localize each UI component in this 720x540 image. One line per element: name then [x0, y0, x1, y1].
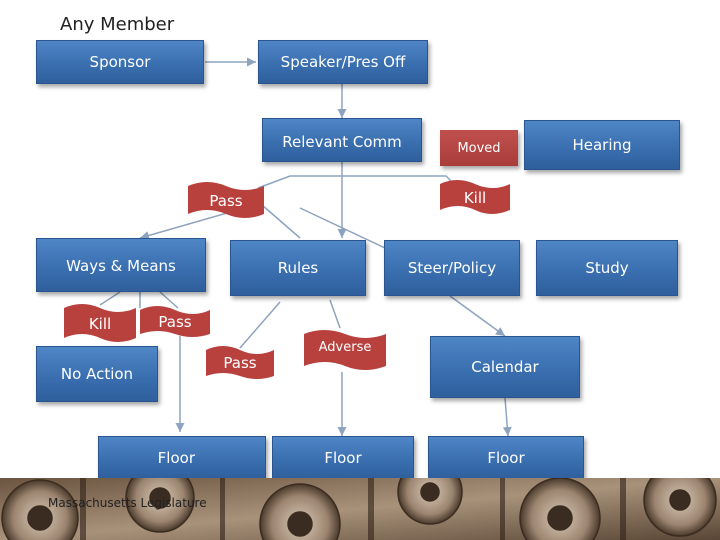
no-action-box: No Action [36, 346, 158, 402]
flag-shape-icon [140, 306, 210, 337]
floor-box-2: Floor [272, 436, 414, 480]
pass-3-label: Pass [223, 354, 257, 372]
pass-1-label: Pass [209, 192, 243, 210]
floor-box-1: Floor [98, 436, 266, 480]
floor-2-label: Floor [324, 449, 362, 467]
study-box: Study [536, 240, 678, 296]
hearing-label: Hearing [572, 136, 632, 154]
ways-means-box: Ways & Means [36, 238, 206, 292]
flag-shape-icon [64, 304, 136, 342]
diagram-title: Any Member [60, 14, 175, 35]
pass-2-label: Pass [158, 313, 192, 331]
pass-to-rules-line [261, 204, 301, 239]
speaker-label: Speaker/Pres Off [280, 53, 406, 71]
no-action-label: No Action [60, 365, 134, 383]
waysmeans-to-pass-line [159, 291, 179, 309]
kill-flag-1: Kill [440, 180, 510, 216]
adverse-flag: Adverse [304, 330, 386, 372]
relevant-comm-label: Relevant Comm [282, 133, 402, 151]
pass-to-steer-line [299, 207, 386, 249]
flag-shape-icon [188, 182, 264, 218]
steer-policy-box: Steer/Policy [384, 240, 520, 296]
floor-3-label: Floor [487, 449, 525, 467]
flag-shape-icon [440, 180, 510, 214]
rules-box: Rules [230, 240, 366, 296]
kill-2-label: Kill [88, 315, 112, 333]
comm-to-pass-line [257, 175, 342, 189]
calendar-label: Calendar [471, 358, 539, 376]
kill-flag-2: Kill [64, 304, 136, 344]
waysmeans-to-kill-line [99, 291, 121, 306]
footer-label: Massachusetts Legislature [48, 496, 207, 510]
kill-1-label: Kill [463, 189, 487, 207]
gears-icon [0, 478, 720, 540]
speaker-box: Speaker/Pres Off [258, 40, 428, 84]
ways-means-label: Ways & Means [66, 257, 176, 275]
rules-to-pass3-line [239, 301, 281, 349]
relevant-comm-box: Relevant Comm [262, 118, 422, 162]
calendar-to-floor-line [502, 397, 512, 437]
moved-label: Moved [457, 140, 501, 156]
pass-flag-3: Pass [206, 346, 274, 380]
adverse-label: Adverse [318, 340, 372, 355]
pass-flag-2: Pass [140, 306, 210, 338]
study-label: Study [585, 259, 629, 277]
sponsor-label: Sponsor [89, 53, 151, 71]
moved-box: Moved [440, 130, 518, 166]
rules-label: Rules [277, 259, 319, 277]
steer-policy-label: Steer/Policy [407, 259, 497, 277]
calendar-box: Calendar [430, 336, 580, 398]
pass-flag-1: Pass [188, 182, 264, 220]
gears-banner-image [0, 478, 720, 540]
sponsor-box: Sponsor [36, 40, 204, 84]
floor-box-3: Floor [428, 436, 584, 480]
flag-shape-icon [206, 346, 274, 379]
rules-to-adverse-line [329, 299, 341, 329]
steer-to-calendar-line [449, 295, 506, 337]
hearing-box: Hearing [524, 120, 680, 170]
floor-1-label: Floor [157, 449, 195, 467]
flag-shape-icon [304, 330, 386, 370]
